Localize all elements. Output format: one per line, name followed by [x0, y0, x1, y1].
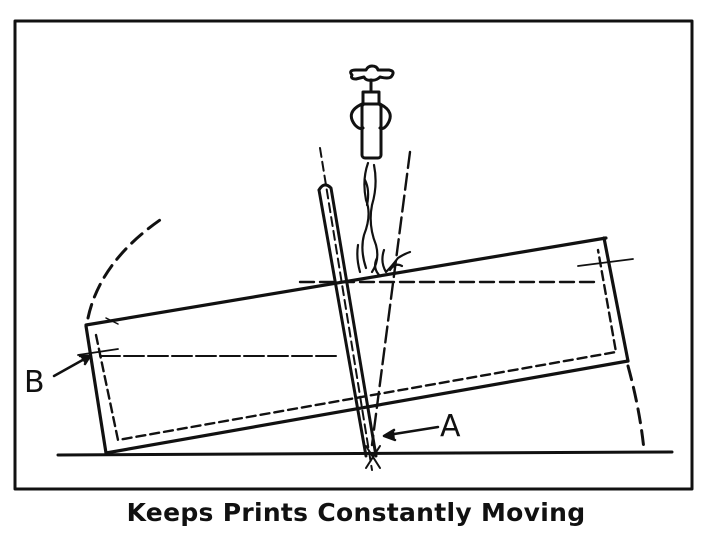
water-stream [356, 161, 412, 278]
figure-frame [13, 19, 694, 491]
label-a: A [440, 409, 461, 444]
figure-caption: Keeps Prints Constantly Moving [126, 498, 586, 527]
label-b-arrow [52, 354, 92, 378]
pivot-rod [317, 147, 381, 471]
label-a-arrow [382, 425, 440, 442]
swing-arc-left [86, 218, 162, 320]
swing-angle-line [370, 150, 412, 447]
swing-arc-right [626, 364, 646, 452]
faucet-icon [349, 64, 395, 160]
label-b: B [24, 365, 45, 400]
